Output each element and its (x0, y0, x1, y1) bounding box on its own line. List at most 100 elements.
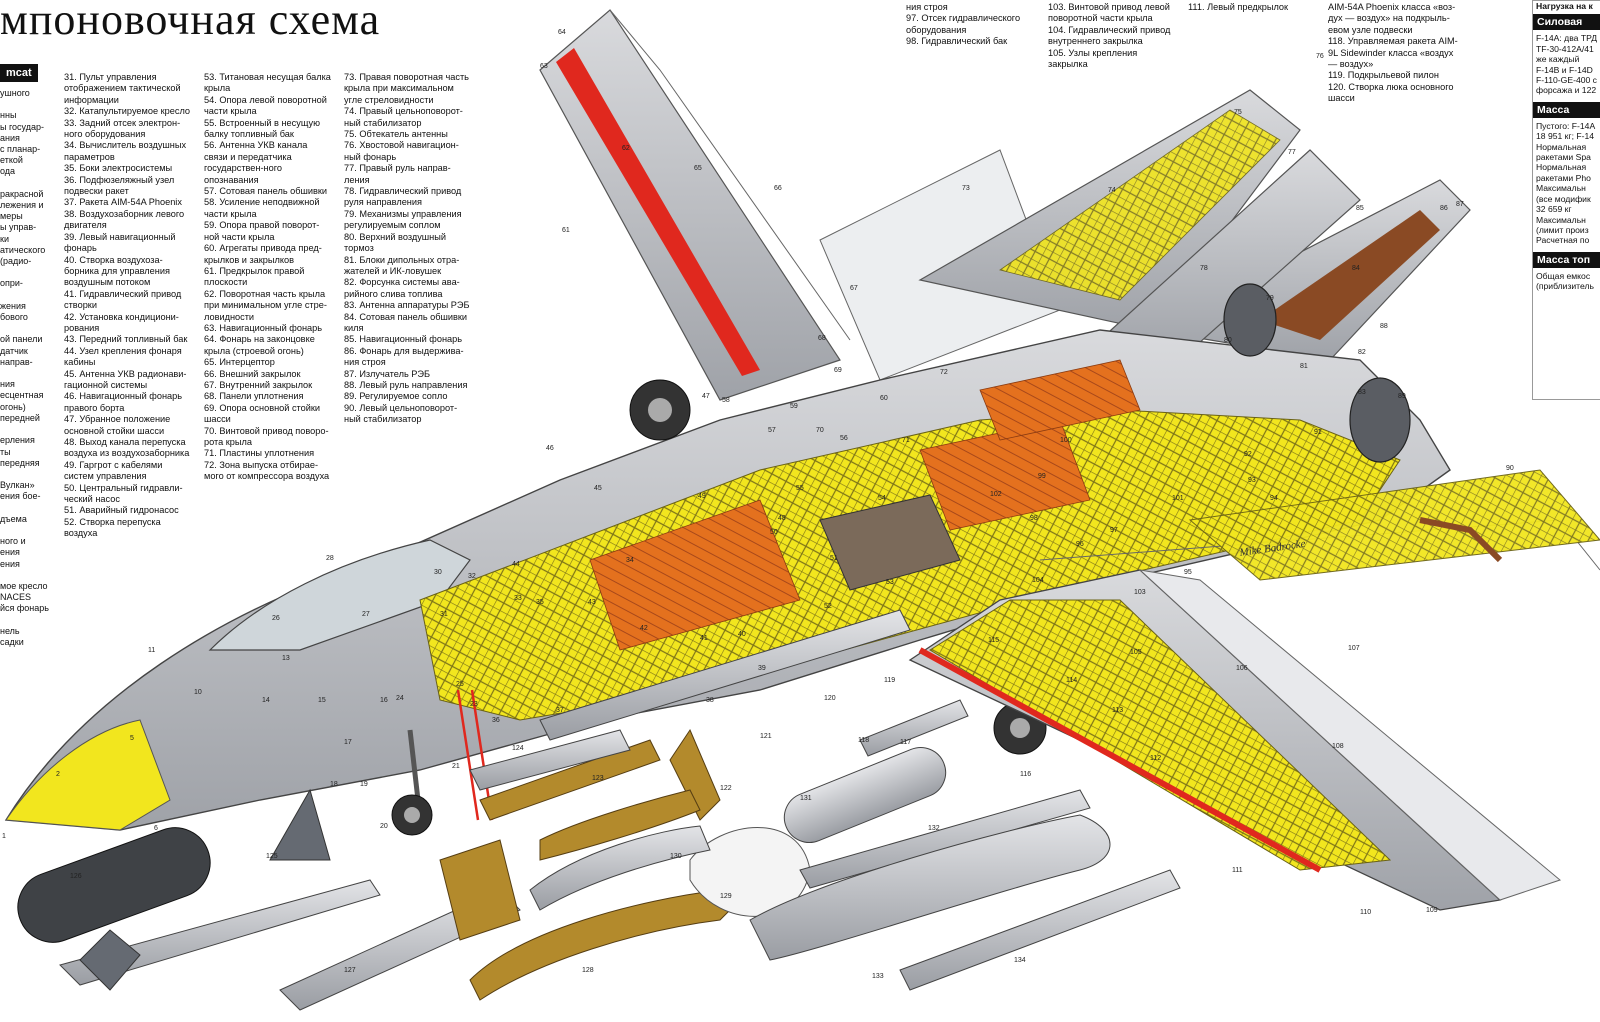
callout-number: 104 (1032, 577, 1044, 584)
callout-number: 70 (816, 427, 824, 434)
legend-item: 103. Винтовой привод левой поворотной ча… (1048, 2, 1170, 24)
left-wing (908, 469, 1600, 911)
legend-item: 39. Левый навигационный фонарь (64, 231, 176, 254)
legend-item: 74. Правый цельноповорот-ный стабилизато… (344, 106, 463, 128)
callout-number: 39 (758, 665, 766, 672)
legend-column-3: 73. Правая поворотная часть крыла при ма… (344, 72, 472, 426)
legend-item: ния строя (906, 2, 948, 12)
legend-item: 65. Интерцептор (204, 357, 275, 368)
callout-number: 116 (1020, 771, 1031, 778)
callout-number: 68 (818, 335, 826, 342)
legend-fragment-line (0, 368, 56, 379)
callout-number: 118 (858, 737, 869, 744)
callout-number: 15 (318, 697, 326, 704)
legend-fragment-line: бового (0, 312, 28, 323)
callout-number: 13 (282, 655, 290, 662)
callout-number: 55 (796, 485, 804, 492)
legend-fragment-line (0, 178, 56, 189)
callout-number: 6 (154, 825, 158, 832)
legend-fragment-line (0, 570, 56, 581)
legend-item: 66. Внешний закрылок (204, 368, 301, 379)
callout-number: 10 (194, 689, 202, 696)
callout-number: 52 (824, 603, 832, 610)
callout-number: 99 (1038, 473, 1046, 480)
legend-fragment-line: нель (0, 625, 20, 636)
callout-number: 69 (834, 367, 842, 374)
callout-number: 103 (1134, 589, 1146, 596)
legend-fragment-line (0, 615, 56, 626)
legend-item: 72. Зона выпуска отбирае-мого от компрес… (204, 459, 330, 482)
legend-fragment-line: ракрасной (0, 188, 44, 199)
section-header-tomcat: mcat (0, 64, 38, 82)
legend-item: 48. Выход канала перепуска воздуха из во… (64, 437, 190, 459)
legend-item: 80. Верхний воздушный тормоз (344, 231, 446, 254)
callout-number: 130 (670, 853, 682, 860)
specs-mass-text: Пустого: F-14A 18 951 кг; F-14 Нормальна… (1536, 120, 1595, 246)
legend-fragment-line: йся фонарь (0, 603, 49, 614)
legend-fragment-line: ушного (0, 88, 30, 98)
right-wing-max-sweep-outline (819, 149, 1061, 381)
legend-fragment-line (0, 99, 56, 110)
callout-number: 25 (456, 681, 464, 688)
callout-number: 56 (840, 435, 848, 442)
legend-fragment-line: ения бое- (0, 491, 41, 502)
legend-item: 63. Навигационный фонарь (204, 322, 323, 333)
legend-item: 62. Поворотная часть крыла при минимальн… (204, 288, 327, 322)
callout-number: 72 (940, 369, 948, 376)
callout-number: 64 (558, 29, 566, 36)
callout-number: 133 (872, 973, 884, 980)
legend-item: 98. Гидравлический бак (906, 36, 1008, 47)
legend-item: 36. Подфюзеляжный узел подвески ракет (64, 174, 175, 197)
callout-number: 105 (1130, 649, 1142, 656)
callout-number: 114 (1066, 677, 1077, 684)
callout-number: 26 (272, 615, 280, 622)
legend-item: 84. Сотовая панель обшивки киля (344, 311, 468, 333)
legend-item: 71. Пластины уплотнения (204, 448, 315, 459)
legend-fragment-line (0, 525, 56, 536)
callout-number: 66 (774, 185, 782, 192)
callout-number: 40 (738, 631, 746, 638)
legend-fragment-line: ой панели (0, 334, 43, 345)
legend-item: 50. Центральный гидравли-ческий насос (64, 482, 183, 505)
callout-number: 45 (594, 485, 602, 492)
legend-fragment-line: датчик (0, 345, 28, 356)
callout-number: 32 (468, 573, 476, 580)
callout-number: 48 (778, 515, 786, 522)
legend-item: 56. Антенна УКВ канала связи и передатчи… (204, 140, 308, 185)
legend-item: 61. Предкрылок правой плоскости (204, 265, 305, 288)
callout-number: 19 (360, 781, 368, 788)
legend-item: 89. Регулируемое сопло (344, 391, 448, 402)
specs-top-line: Нагрузка на к (1536, 1, 1593, 11)
legend-item: 55. Встроенный в несущую балку топливный… (204, 117, 320, 140)
legend-fragment-line: дъема (0, 513, 27, 524)
legend-fragment-line: опри- (0, 278, 23, 289)
callout-number: 16 (380, 697, 388, 704)
legend-item: 42. Установка кондициони-рования (64, 311, 179, 333)
callout-number: 124 (512, 745, 524, 752)
legend-item: 47. Убранное положение основной стойки ш… (64, 414, 171, 436)
callout-number: 77 (1288, 149, 1296, 156)
callout-number: 123 (592, 775, 604, 782)
callout-number: 27 (362, 611, 370, 618)
callout-number: 57 (768, 427, 776, 434)
callout-number: 73 (962, 185, 970, 192)
legend-fragment-line (0, 267, 56, 278)
callout-number: 95 (1184, 569, 1192, 576)
legend-top-3: 111. Левый предкрылок (1188, 2, 1308, 13)
callout-number: 28 (326, 555, 334, 562)
legend-item: 40. Створка воздухоза-борника для управл… (64, 254, 170, 288)
legend-fragment-line: есцентная (0, 390, 44, 401)
legend-item: 31. Пульт управления отображением тактич… (64, 72, 181, 105)
callout-number: 81 (1300, 363, 1308, 370)
weapon-stores (17, 609, 1181, 1011)
callout-number: 84 (1352, 265, 1360, 272)
callout-number: 80 (1224, 337, 1232, 344)
callout-number: 131 (800, 795, 812, 802)
legend-item: 86. Фонарь для выдержива-ния строя (344, 345, 464, 368)
callout-number: 18 (330, 781, 338, 788)
legend-fragment-line: (радио- (0, 256, 32, 267)
legend-fragment-line: моe кресло (0, 580, 48, 591)
callout-number: 108 (1332, 743, 1344, 750)
callout-number: 110 (1360, 909, 1371, 916)
legend-item: 120. Створка люка основного шасси (1328, 81, 1454, 104)
